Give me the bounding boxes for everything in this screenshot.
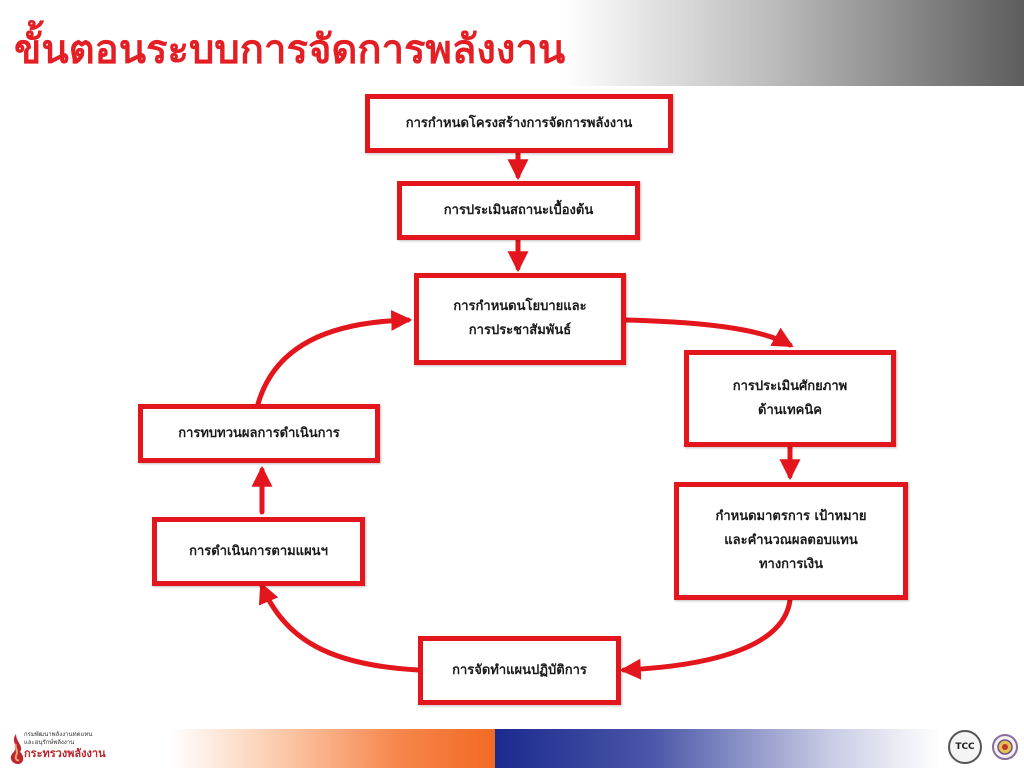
tcc-logo: TCC — [948, 730, 982, 764]
arrow-6-to-7 — [258, 582, 421, 673]
step-energy-structure: การกำหนดโครงสร้างการจัดการพลังงาน — [365, 94, 673, 153]
step-review: การทบทวนผลการดำเนินการ — [138, 404, 380, 463]
dede-logo-icon — [10, 734, 24, 764]
footer-org-line1: กรมพัฒนาพลังงานทดแทน — [24, 731, 93, 738]
footer-band-blue — [495, 729, 940, 768]
step-targets-financial: กำหนดมาตรการ เป้าหมาย และคำนวณผลตอบแทน ท… — [674, 482, 908, 600]
page-title: ขั้นตอนระบบการจัดการพลังงาน — [14, 26, 566, 73]
step-action-plan: การจัดทำแผนปฏิบัติการ — [418, 636, 621, 705]
step-initial-assessment: การประเมินสถานะเบื้องต้น — [397, 181, 640, 240]
step-technical-potential: การประเมินศักยภาพ ด้านเทคนิค — [684, 350, 896, 447]
step-implementation: การดำเนินการตามแผนฯ — [152, 517, 365, 586]
footer-org: กรมพัฒนาพลังงานทดแทน และอนุรักษ์พลังงาน … — [24, 731, 174, 761]
title-bar — [0, 0, 1024, 86]
arrow-5-to-6 — [619, 597, 793, 680]
footer-band-orange — [170, 729, 495, 768]
footer-org-line2: และอนุรักษ์พลังงาน — [24, 739, 75, 746]
step-policy-publicity: การกำหนดนโยบายและ การประชาสัมพันธ์ — [414, 273, 626, 365]
footer-ministry: กระทรวงพลังงาน — [24, 747, 106, 760]
arrow-3-to-4 — [623, 317, 794, 348]
arrow-8-to-3 — [255, 309, 413, 407]
seal-logo-icon — [992, 734, 1018, 760]
